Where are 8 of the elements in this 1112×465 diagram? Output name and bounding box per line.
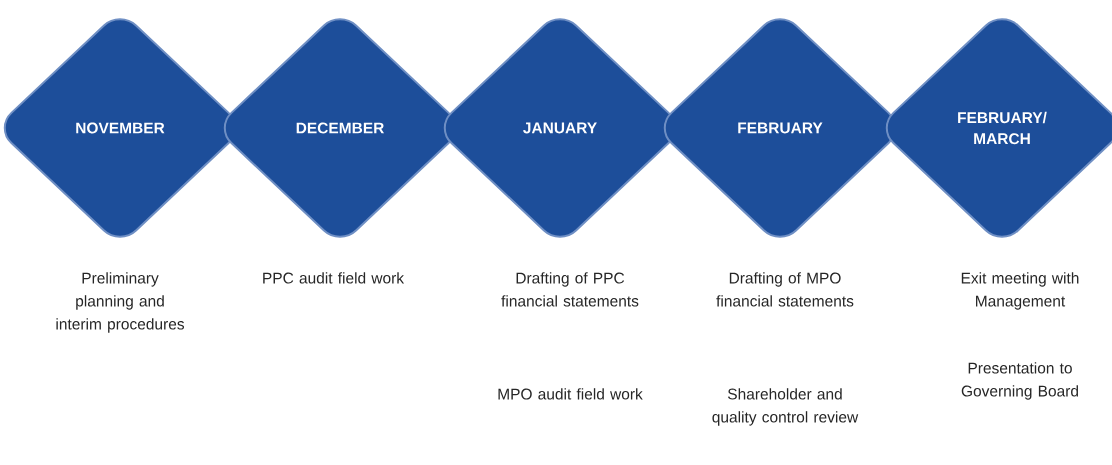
description-text: Drafting of MPO financial statements bbox=[716, 272, 854, 307]
description-text: Shareholder and quality control review bbox=[712, 388, 859, 426]
description-text: Preliminary planning and interim procedures bbox=[56, 272, 184, 333]
description-text: Exit meeting with Management bbox=[961, 272, 1079, 310]
description-text: Presentation to Governing Board bbox=[961, 362, 1078, 400]
description-text: PPC audit field work bbox=[263, 272, 405, 284]
description-text: MPO audit field work bbox=[498, 388, 643, 400]
description-text: Drafting of PPC financial statements bbox=[501, 272, 639, 307]
